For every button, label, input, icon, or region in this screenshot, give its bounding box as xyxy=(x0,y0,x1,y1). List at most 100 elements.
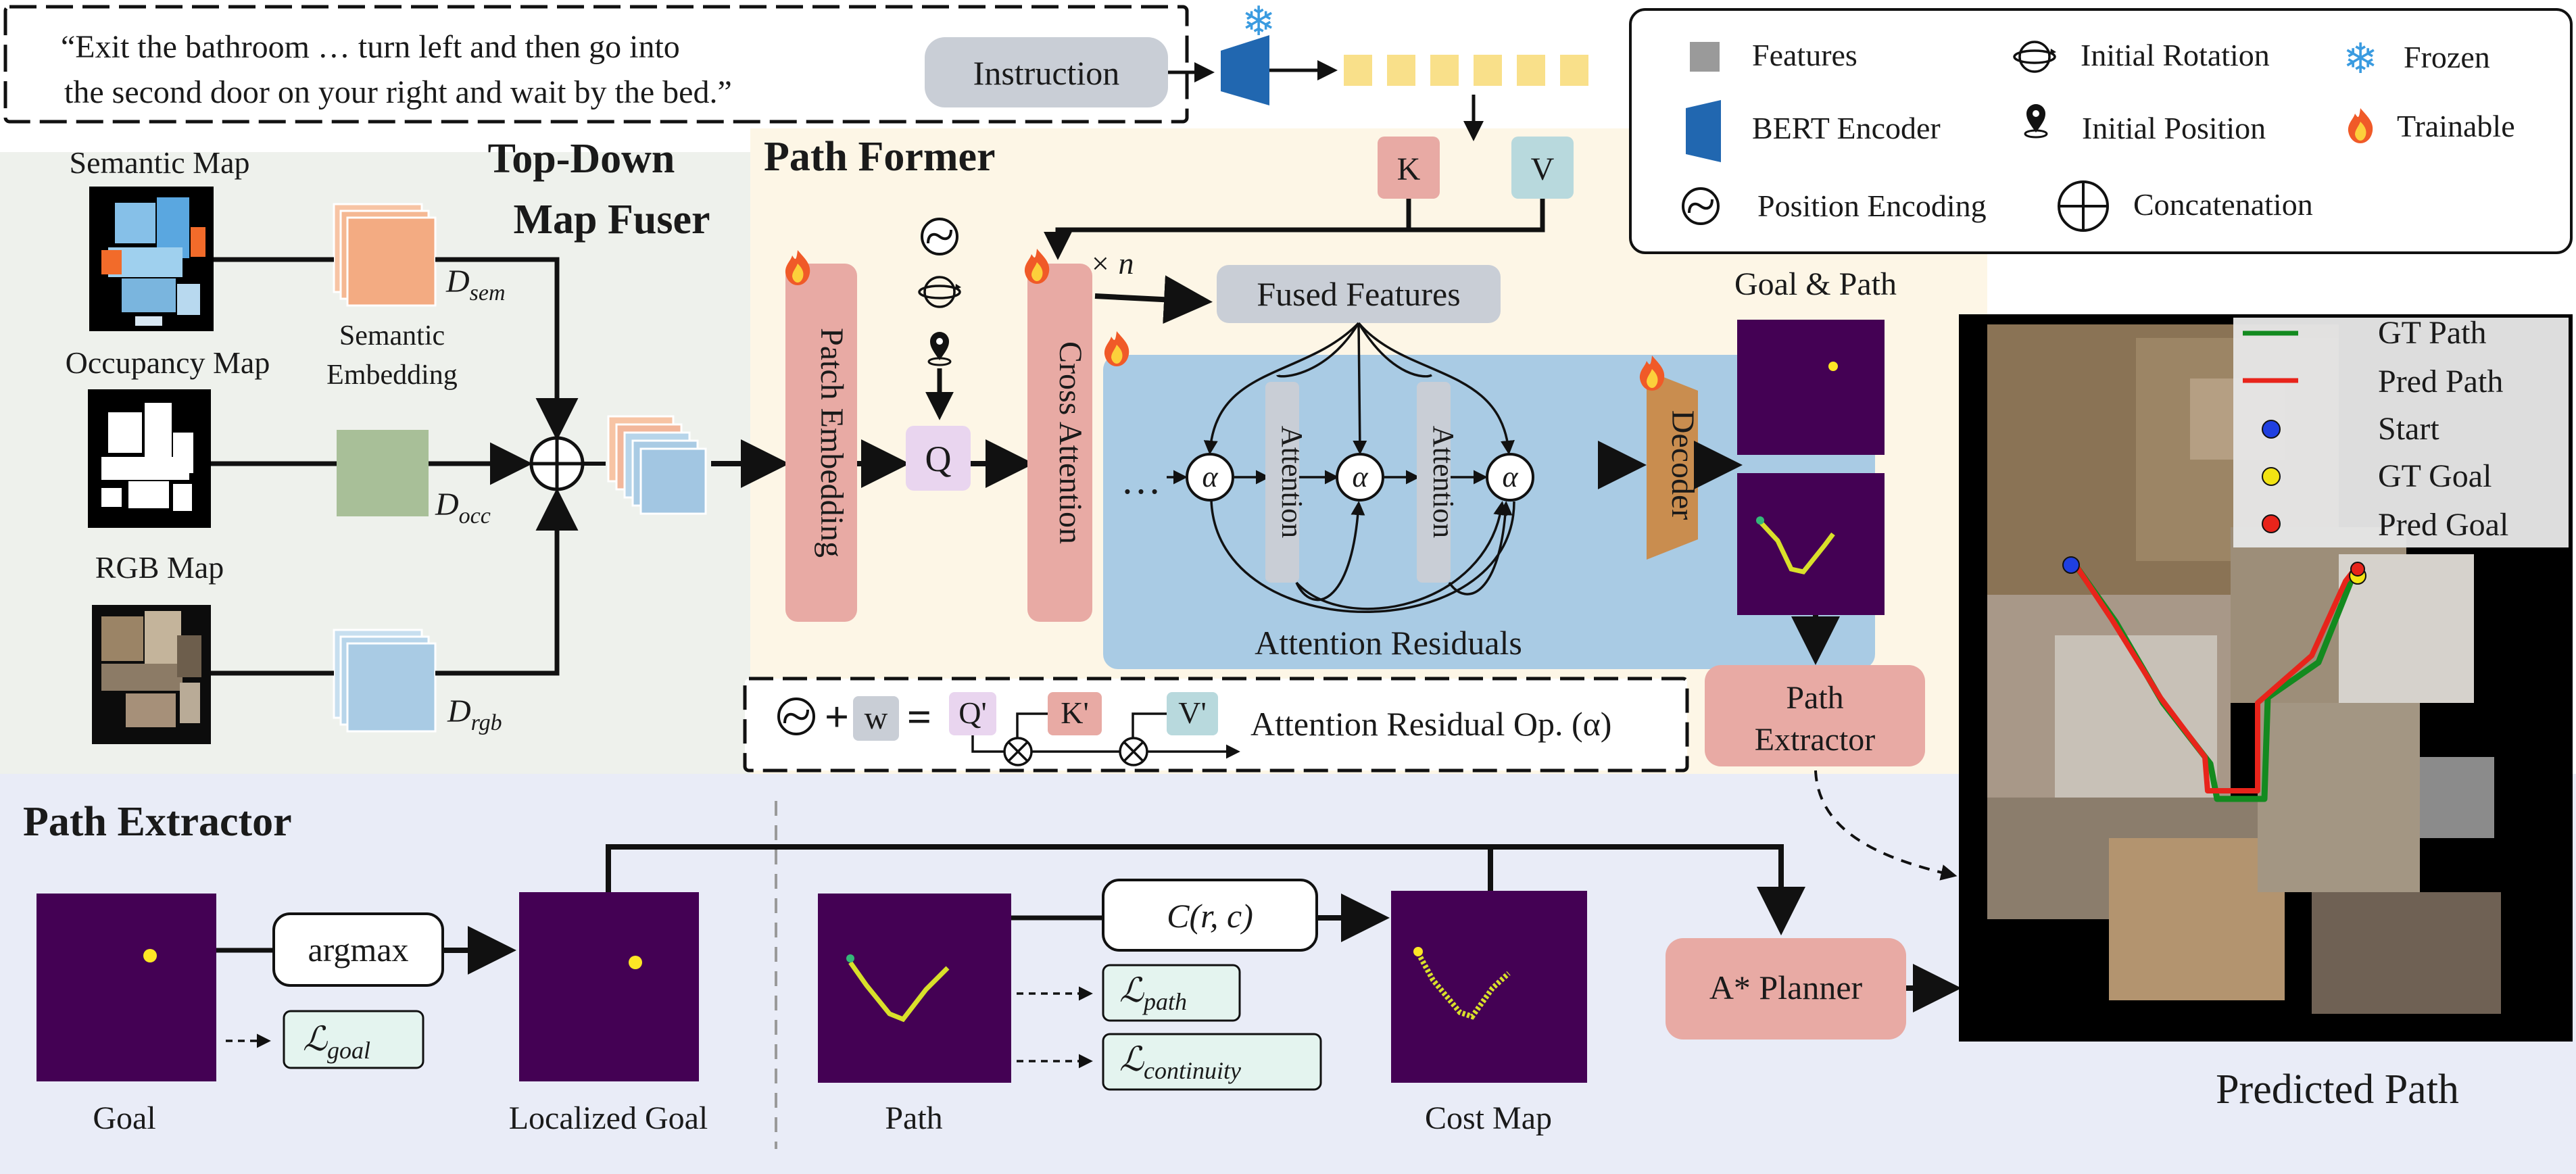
legend-bert-encoder: BERT Encoder xyxy=(1752,111,1941,145)
initial-position-legend-icon xyxy=(2024,103,2048,139)
bert-encoder-shape xyxy=(1221,35,1269,105)
query-box xyxy=(906,426,971,491)
pred-goal-marker xyxy=(2350,562,2365,577)
cross-attention-to-fused-arrow xyxy=(1094,275,1213,324)
position-encoding-legend-icon xyxy=(1682,187,1720,225)
query-position-icon xyxy=(927,331,952,366)
fuser-connectors xyxy=(211,257,579,676)
start-marker xyxy=(2062,556,2080,574)
attention-residual-flow xyxy=(1167,470,1515,613)
planner-label: A* Planner xyxy=(1709,969,1863,1006)
map-legend-pred-goal: Pred Goal xyxy=(2378,507,2508,543)
d-rgb-label: Drgb xyxy=(447,693,502,735)
fused-to-alpha-arrows xyxy=(1203,322,1515,455)
k-prime-box xyxy=(1048,692,1102,735)
alpha-node: α xyxy=(1186,453,1234,502)
path-extractor-label-2: Extractor xyxy=(1755,722,1876,758)
instruction-text-line1: “Exit the bathroom … turn left and then … xyxy=(61,29,680,65)
localized-goal-label: Localized Goal xyxy=(509,1100,708,1136)
concatenation-legend-icon xyxy=(2058,180,2109,232)
goal-heatmap xyxy=(37,894,216,1081)
text-tokens xyxy=(1344,55,1588,86)
query-position-encoding-icon xyxy=(921,218,958,255)
legend-features: Features xyxy=(1752,38,1857,72)
instruction-box xyxy=(3,5,1189,124)
occupancy-map-label: Occupancy Map xyxy=(66,345,270,380)
text-token xyxy=(1430,55,1459,86)
cross-attention-label: Cross Attention xyxy=(1052,341,1088,544)
svg-text:α: α xyxy=(1352,460,1368,493)
attention-layer-2 xyxy=(1417,382,1451,583)
semantic-embedding-stack xyxy=(333,203,437,307)
cost-map-label: Cost Map xyxy=(1425,1100,1552,1136)
legend-concatenation: Concatenation xyxy=(2133,187,2313,222)
fuser-concatenation xyxy=(529,436,585,491)
times-n-label: × n xyxy=(1090,246,1134,280)
d-sem-label: Dsem xyxy=(445,264,506,305)
frozen-legend-icon: ❄ xyxy=(2343,34,2378,83)
features-legend-icon xyxy=(1690,42,1720,72)
argmax-label: argmax xyxy=(308,931,408,969)
q-prime-label: Q' xyxy=(958,695,987,730)
rgb-map-label: RGB Map xyxy=(95,550,224,585)
attention-layer-1-label: Attention xyxy=(1275,426,1309,538)
value-box xyxy=(1511,137,1574,199)
occupancy-feature-box xyxy=(337,430,429,516)
localized-goal-to-planner-arrow xyxy=(606,844,1805,935)
goal-path-label: Goal & Path xyxy=(1734,266,1897,302)
path-heatmap-output xyxy=(1737,473,1885,615)
patch-embedding-block xyxy=(785,264,857,622)
semantic-map-image xyxy=(89,187,214,331)
rgb-feature-stack xyxy=(333,629,437,733)
q-prime-box xyxy=(949,692,996,735)
decoder-label: Decoder xyxy=(1665,410,1701,520)
attention-residuals-label: Attention Residuals xyxy=(1255,624,1522,662)
fused-features-box xyxy=(1217,265,1501,323)
cost-map xyxy=(1391,891,1587,1083)
path-label: Path xyxy=(885,1100,942,1136)
predicted-path-label: Predicted Path xyxy=(2216,1067,2459,1112)
residual-op-position-encoding-icon xyxy=(777,698,815,735)
path-loss-label: ℒpath xyxy=(1119,971,1187,1015)
map-legend-box xyxy=(2233,318,2569,547)
legend-trainable: Trainable xyxy=(2397,109,2515,143)
decoder-block xyxy=(1647,370,1698,560)
kv-to-cross-attention-arrow xyxy=(1044,199,1545,260)
instruction-text-line2: the second door on your right and wait b… xyxy=(64,74,732,110)
cross-attention-block xyxy=(1027,264,1092,622)
key-box xyxy=(1378,137,1440,199)
fuser-title-line1: Top-Down xyxy=(488,136,675,182)
k-prime-label: K' xyxy=(1061,695,1089,730)
residual-op-w-box xyxy=(853,696,899,741)
alpha-node: α xyxy=(1336,453,1384,502)
svg-text:α: α xyxy=(1202,460,1218,493)
value-label: V xyxy=(1531,151,1555,187)
path-heatmap xyxy=(818,894,1011,1083)
legend-frozen: Frozen xyxy=(2404,40,2490,74)
path-loss-box xyxy=(1102,964,1241,1022)
query-label: Q xyxy=(925,439,952,479)
fused-map-stack xyxy=(607,415,707,515)
residual-op-plus: + xyxy=(825,693,849,741)
rgb-map-image xyxy=(92,605,211,744)
fused-features-label: Fused Features xyxy=(1257,275,1460,313)
extractor-title: Path Extractor xyxy=(23,799,292,845)
path-extractor-box xyxy=(1705,665,1925,766)
goal-loss-label: ℒgoal xyxy=(303,1020,370,1064)
residual-op-multiply-2 xyxy=(1119,737,1148,766)
semantic-embedding-label-1: Semantic xyxy=(339,320,445,351)
bert-encoder-legend-icon xyxy=(1686,100,1721,162)
continuity-loss-label: ℒcontinuity xyxy=(1119,1040,1241,1084)
text-token xyxy=(1344,55,1372,86)
v-prime-label: V' xyxy=(1178,695,1207,730)
localized-goal-heatmap xyxy=(519,892,699,1081)
residual-op-flow xyxy=(971,712,1240,759)
map-legend-gt-goal: GT Goal xyxy=(2378,458,2492,494)
residual-op-label: Attention Residual Op. (α) xyxy=(1250,705,1611,743)
planner-box xyxy=(1666,938,1906,1040)
legend-initial-position: Initial Position xyxy=(2082,111,2266,145)
residual-op-multiply-1 xyxy=(1003,737,1033,766)
svg-text:α: α xyxy=(1502,460,1518,493)
instruction-label-box xyxy=(925,37,1168,107)
